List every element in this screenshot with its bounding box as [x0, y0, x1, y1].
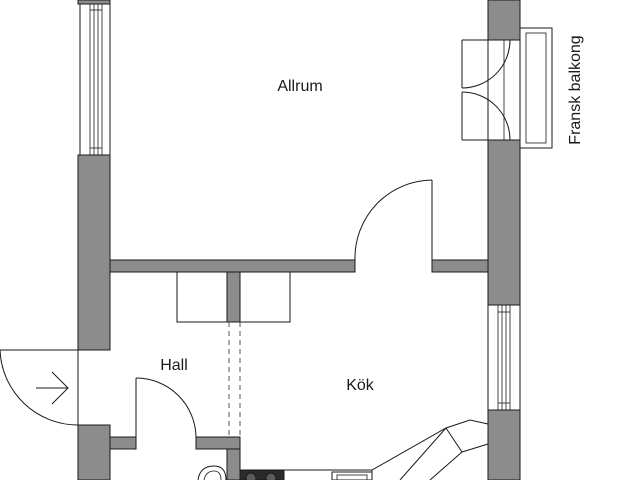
room-label-allrum: Allrum	[277, 78, 322, 95]
door-hall-bath	[135, 377, 197, 438]
window-right	[487, 304, 521, 411]
door-allrum-kitchen	[354, 179, 433, 261]
wall-left-middle	[77, 154, 111, 351]
stove	[239, 469, 285, 480]
sink	[331, 471, 373, 480]
wall-left-top	[77, 0, 111, 5]
window-left	[79, 3, 111, 156]
wall-right-middle	[487, 139, 521, 306]
wall-allrum-right	[431, 259, 489, 273]
wall-right-top	[487, 0, 521, 41]
wall-closet-divider	[226, 271, 241, 323]
wardrobe-right	[239, 271, 291, 323]
exterior-walls	[77, 0, 521, 480]
french-balcony-door	[461, 27, 553, 149]
wall-allrum-left	[109, 259, 356, 273]
entrance-door	[0, 349, 79, 426]
wall-left-bottom	[77, 424, 111, 480]
wardrobe-left	[176, 271, 228, 323]
wall-right-lower	[487, 409, 521, 480]
room-label-kok: Kök	[346, 377, 375, 394]
interior-walls	[109, 259, 489, 480]
dashed-divider	[228, 322, 241, 437]
toilet	[197, 465, 227, 480]
wall-hall-bottom-left	[109, 436, 137, 450]
wardrobes	[176, 271, 291, 323]
wall-hall-bottom-right	[195, 436, 241, 450]
french-balcony-label: Fransk balkong	[567, 35, 584, 144]
room-label-hall: Hall	[160, 357, 188, 374]
wall-bath-edge	[226, 448, 241, 480]
entrance-arrow-icon	[36, 371, 69, 405]
